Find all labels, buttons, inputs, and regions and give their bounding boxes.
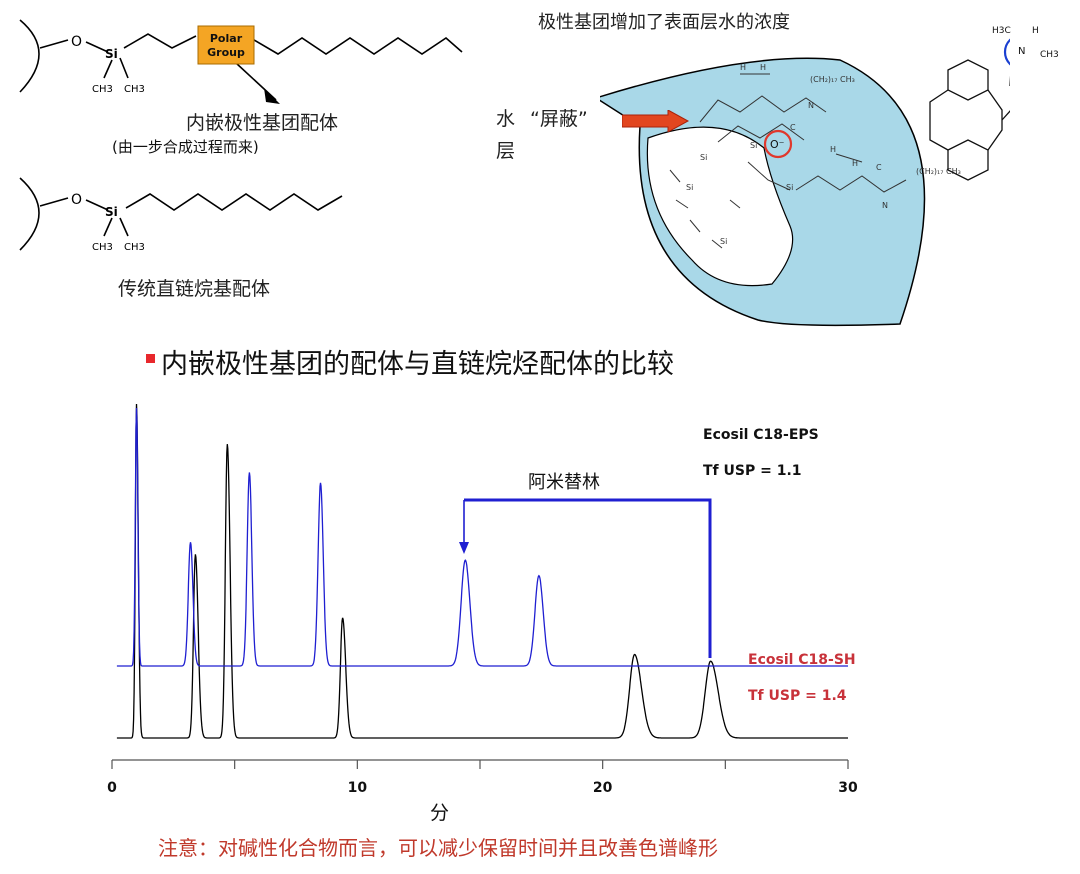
- peak-label: 阿米替林: [528, 472, 600, 493]
- svg-text:C: C: [876, 163, 882, 172]
- atom-o-1: O: [71, 34, 82, 50]
- trace-ecosil-c18-eps: [116, 407, 848, 667]
- ch3-label: CH3: [1040, 50, 1059, 60]
- x-tick-label: 0: [107, 780, 117, 796]
- polar-group-box: [197, 25, 255, 65]
- embedded-ligand-subcaption: (由一步合成过程而来): [112, 138, 259, 156]
- silica-particle: [646, 126, 794, 287]
- svg-text:H: H: [740, 63, 746, 72]
- svg-text:Si: Si: [700, 153, 707, 162]
- x-tick-label: 30: [838, 780, 858, 796]
- svg-text:H: H: [852, 159, 858, 168]
- trace-ecosil-c18-sh: [116, 403, 848, 739]
- svg-text:N: N: [808, 101, 814, 110]
- silica-surface-arc-2: [19, 177, 40, 251]
- embedded-ligand-caption: 内嵌极性基团配体: [186, 112, 339, 134]
- svg-text:Si: Si: [686, 183, 693, 192]
- o-minus-highlight: [763, 129, 793, 159]
- x-axis: 0 10 20 30: [107, 759, 858, 796]
- ligand-structures: Polar Group O Si CH3 CH3 O Si CH3 CH3: [19, 19, 463, 253]
- atom-ch3-2: CH3: [92, 242, 113, 253]
- atom-ch3-2b: CH3: [124, 242, 145, 253]
- x-axis-label: 分: [430, 802, 450, 824]
- polar-group-label-2: Group: [207, 46, 245, 59]
- atom-ch3-1: CH3: [92, 84, 113, 95]
- legend-sh-name: Ecosil C18-SH: [748, 652, 856, 668]
- svg-text:H: H: [760, 63, 766, 72]
- svg-text:Si: Si: [786, 183, 793, 192]
- n-highlight: [1003, 38, 1010, 66]
- atom-o-2: O: [71, 192, 82, 208]
- traditional-ligand-caption: 传统直链烷基配体: [118, 278, 271, 300]
- footer-note: 注意：对碱性化合物而言，可以减少保留时间并且改善色谱峰形: [158, 836, 718, 860]
- comparison-heading-text: 内嵌极性基团的配体与直链烷烃配体的比较: [161, 349, 674, 380]
- o-minus-label: O⁻: [770, 138, 785, 151]
- peak-bracket-arrowhead: [459, 542, 469, 554]
- legend-eps-tf: Tf USP = 1.1: [703, 463, 802, 479]
- atom-si-1: Si: [105, 47, 118, 61]
- silica-surface-arc-1: [19, 19, 40, 93]
- heading-bullet: [146, 354, 155, 363]
- h3c-label: H3C: [992, 26, 1011, 36]
- water-layer-title: 极性基团增加了表面层水的浓度: [538, 12, 790, 33]
- shield-label: “屏蔽”: [530, 108, 588, 130]
- legend-sh-tf: Tf USP = 1.4: [748, 688, 847, 704]
- atom-si-2: Si: [105, 205, 118, 219]
- x-tick-label: 20: [593, 780, 613, 796]
- svg-text:(CH₂)₁₇ CH₃: (CH₂)₁₇ CH₃: [810, 75, 855, 84]
- svg-text:N: N: [882, 201, 888, 210]
- peak-bracket: [464, 498, 712, 658]
- water-label: 水: [496, 108, 516, 130]
- svg-text:(CH₂)₁₇ CH₃: (CH₂)₁₇ CH₃: [916, 167, 961, 176]
- polar-group-label-1: Polar: [210, 32, 243, 45]
- svg-text:Si: Si: [720, 237, 727, 246]
- x-tick-label: 10: [348, 780, 368, 796]
- n-label: N: [1018, 46, 1026, 57]
- shield-arrow-icon: [622, 110, 690, 132]
- svg-text:Si: Si: [750, 141, 757, 150]
- layer-label: 层: [496, 140, 516, 162]
- comparison-heading: 内嵌极性基团的配体与直链烷烃配体的比较: [146, 342, 674, 381]
- atom-ch3-1b: CH3: [124, 84, 145, 95]
- h-label: H: [1032, 26, 1039, 36]
- svg-text:C: C: [790, 123, 796, 132]
- svg-text:H: H: [830, 145, 836, 154]
- legend-eps-name: Ecosil C18-EPS: [703, 427, 819, 443]
